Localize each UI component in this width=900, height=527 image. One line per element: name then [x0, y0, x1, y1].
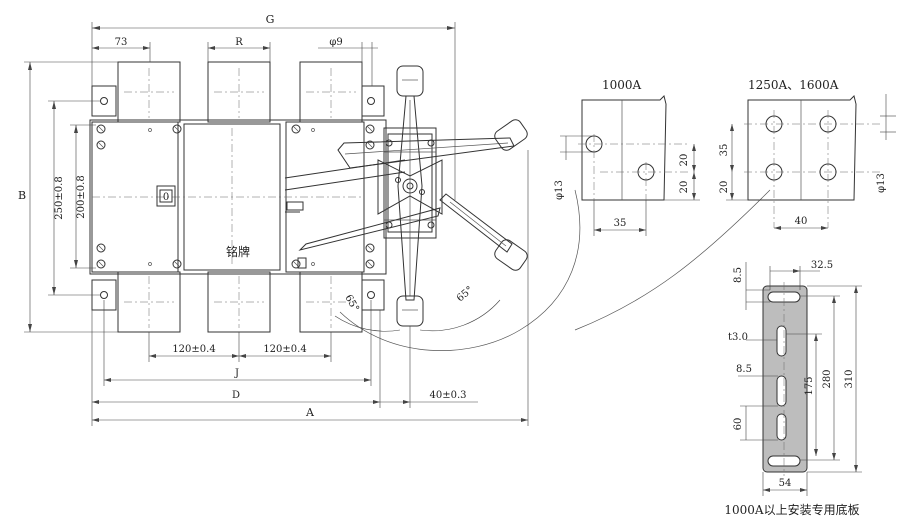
angle-label-left: 65°: [342, 293, 360, 314]
detail-1000a-35: 35: [614, 218, 627, 229]
detail-1250a-40: 40: [795, 216, 808, 227]
detail-1250a-title: 1250A、1600A: [748, 78, 839, 92]
plate-caption: 1000A以上安装专用底板: [724, 502, 859, 517]
angle-label-right: 65°: [455, 284, 476, 304]
dim-label-120a: 120±0.4: [172, 344, 215, 355]
dim-label-73: 73: [115, 37, 128, 48]
plate-dim-8-5-mid: 8.5: [736, 364, 752, 375]
dim-label-J: J: [234, 368, 239, 379]
mounting-plate: 8.5 32.5 t3.0 8.5 175 280 310: [724, 260, 862, 517]
plate-dim-310: 310: [844, 369, 855, 388]
plate-dim-175: 175: [804, 376, 815, 395]
plate-dim-60: 60: [733, 418, 744, 431]
dim-label-phi9: φ9: [329, 37, 342, 48]
detail-1000a-20b: 20: [679, 181, 690, 194]
dim-label-D: D: [232, 390, 240, 401]
position-indicator: [156, 185, 176, 207]
dim-label-B: B: [18, 189, 26, 202]
dim-label-250: 250±0.8: [54, 176, 65, 219]
dim-label-R: R: [235, 37, 243, 48]
detail-1250a-35: 35: [719, 144, 730, 157]
detail-1000a-title: 1000A: [602, 78, 642, 92]
dim-label-G: G: [266, 13, 275, 26]
detail-1250a-20: 20: [719, 181, 730, 194]
detail-1000a: 1000A φ13 20 20 35: [554, 78, 700, 236]
nameplate-label: 铭牌: [226, 244, 250, 259]
detail-1250a-phi13: φ13: [876, 173, 887, 193]
plate-dim-32-5: 32.5: [811, 260, 833, 271]
dim-label-40: 40±0.3: [429, 390, 466, 401]
plate-dim-54: 54: [779, 478, 792, 489]
switch-main-view: 0 铭牌: [89, 61, 437, 333]
operating-handles: [298, 65, 528, 327]
detail-1000a-phi13: φ13: [554, 180, 565, 200]
dim-label-A: A: [305, 406, 315, 419]
plate-dim-280: 280: [822, 369, 833, 388]
angle-arc-right: [419, 299, 501, 332]
angle-arc-left: [334, 315, 401, 332]
screw-heads: [96, 124, 375, 269]
dim-label-120b: 120±0.4: [263, 344, 306, 355]
dim-label-200: 200±0.8: [76, 175, 87, 218]
detail-1250a-1600a: 1250A、1600A 35 20 φ13 40: [719, 78, 896, 230]
detail-1000a-20a: 20: [679, 154, 690, 167]
main-dimensions: G 73 R φ9 B 250±0.8: [18, 13, 529, 426]
plate-dim-8-5-top: 8.5: [733, 267, 744, 283]
position-indicator-label: 0: [163, 192, 169, 203]
plate-dim-t3: t3.0: [728, 332, 748, 343]
